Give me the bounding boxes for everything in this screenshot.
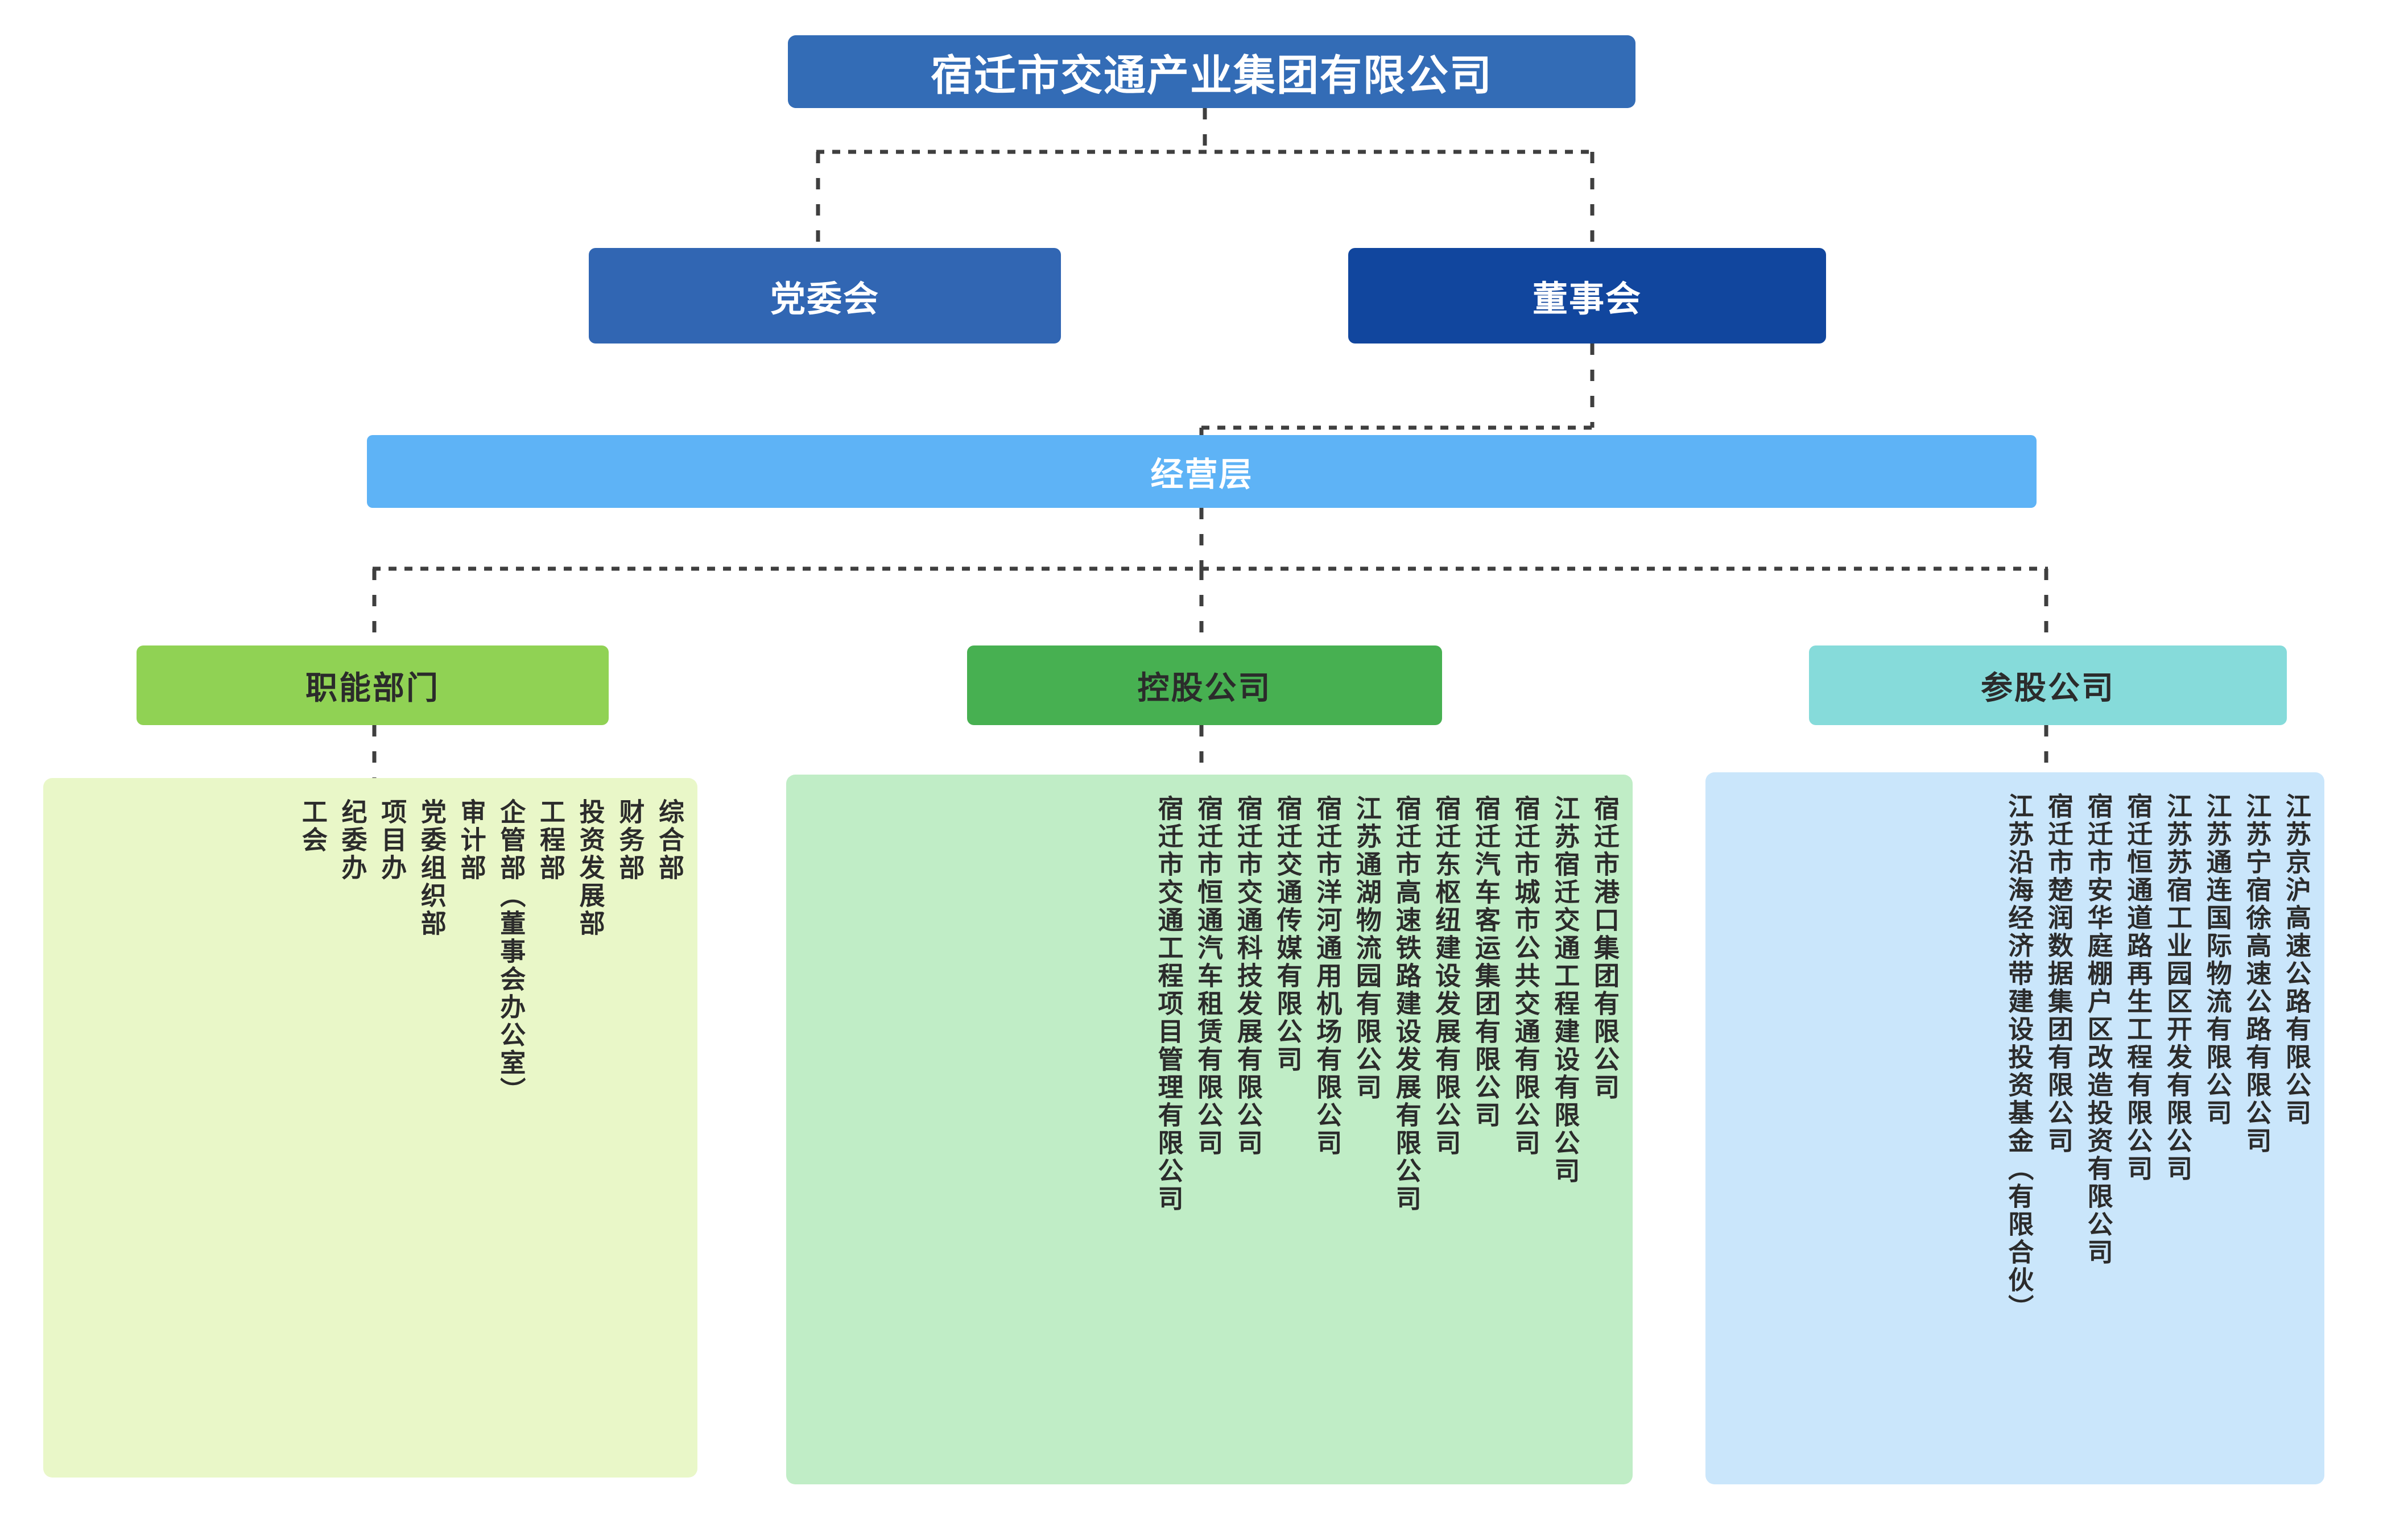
functional-department-item[interactable]: 审计部 (456, 798, 486, 882)
category-functional-departments[interactable]: 职能部门 (137, 645, 609, 725)
holding-company-item[interactable]: 江苏宿迁交通工程建设有限公司 (1550, 795, 1580, 1185)
functional-department-item[interactable]: 工程部 (535, 798, 565, 882)
functional-department-item[interactable]: 企管部（董事会办公室） (496, 798, 526, 1105)
category-holding-companies[interactable]: 控股公司 (967, 645, 1442, 725)
party-committee-box[interactable]: 党委会 (589, 248, 1061, 344)
holding-company-item[interactable]: 宿迁交通传媒有限公司 (1273, 795, 1302, 1074)
management-layer-label: 经营层 (1150, 456, 1253, 493)
functional-department-item[interactable]: 财务部 (615, 798, 645, 882)
holding-company-item[interactable]: 宿迁市交通工程项目管理有限公司 (1154, 795, 1183, 1213)
participating-company-item[interactable]: 宿迁市安华庭棚户区改造投资有限公司 (2083, 793, 2113, 1267)
holding-company-item[interactable]: 江苏通湖物流园有限公司 (1352, 795, 1381, 1102)
holding-company-item[interactable]: 宿迁市洋河通用机场有限公司 (1312, 795, 1342, 1157)
functional-department-item[interactable]: 投资发展部 (575, 798, 605, 938)
root-company-label: 宿迁市交通产业集团有限公司 (931, 51, 1493, 99)
participating-company-item[interactable]: 江苏苏宿工业园区开发有限公司 (2162, 793, 2192, 1183)
category-participating-label: 参股公司 (1981, 669, 2115, 706)
holding-company-item[interactable]: 宿迁市恒通汽车租赁有限公司 (1193, 795, 1223, 1157)
management-layer-bar[interactable]: 经营层 (367, 435, 2037, 508)
category-participating-companies[interactable]: 参股公司 (1809, 645, 2287, 725)
category-holding-label: 控股公司 (1137, 669, 1272, 706)
participating-company-item[interactable]: 江苏通连国际物流有限公司 (2202, 793, 2232, 1127)
category-functional-label: 职能部门 (305, 669, 440, 706)
board-of-directors-label: 董事会 (1532, 280, 1642, 319)
holding-companies-panel: 宿迁市港口集团有限公司江苏宿迁交通工程建设有限公司宿迁市城市公共交通有限公司宿迁… (786, 775, 1633, 1484)
board-of-directors-box[interactable]: 董事会 (1348, 248, 1826, 344)
participating-company-item[interactable]: 宿迁市楚润数据集团有限公司 (2043, 793, 2073, 1155)
holding-company-item[interactable]: 宿迁东枢纽建设发展有限公司 (1431, 795, 1461, 1157)
holding-company-item[interactable]: 宿迁市交通科技发展有限公司 (1233, 795, 1262, 1157)
functional-department-item[interactable]: 纪委办 (337, 798, 367, 882)
party-committee-label: 党委会 (770, 280, 879, 319)
root-company-box[interactable]: 宿迁市交通产业集团有限公司 (788, 35, 1635, 108)
holding-company-item[interactable]: 宿迁市高速铁路建设发展有限公司 (1391, 795, 1421, 1213)
functional-department-item[interactable]: 综合部 (655, 798, 684, 882)
functional-departments-panel: 综合部财务部投资发展部工程部企管部（董事会办公室） 审计部党委组织部项目办纪委办工… (43, 778, 697, 1478)
functional-department-item[interactable]: 党委组织部 (416, 798, 446, 938)
functional-department-item[interactable]: 工会 (298, 798, 327, 854)
participating-company-item[interactable]: 江苏京沪高速公路有限公司 (2282, 793, 2311, 1127)
holding-company-item[interactable]: 宿迁汽车客运集团有限公司 (1471, 795, 1500, 1129)
participating-company-item[interactable]: 江苏宁宿徐高速公路有限公司 (2242, 793, 2271, 1155)
functional-department-item[interactable]: 项目办 (377, 798, 407, 882)
participating-company-item[interactable]: 江苏沿海经济带建设投资基金（有限合伙） (2004, 793, 2034, 1322)
participating-companies-panel: 江苏京沪高速公路有限公司江苏宁宿徐高速公路有限公司江苏通连国际物流有限公司江苏苏… (1705, 772, 2324, 1484)
holding-company-item[interactable]: 宿迁市城市公共交通有限公司 (1510, 795, 1540, 1157)
participating-company-item[interactable]: 宿迁恒通道路再生工程有限公司 (2123, 793, 2153, 1183)
holding-company-item[interactable]: 宿迁市港口集团有限公司 (1590, 795, 1619, 1102)
